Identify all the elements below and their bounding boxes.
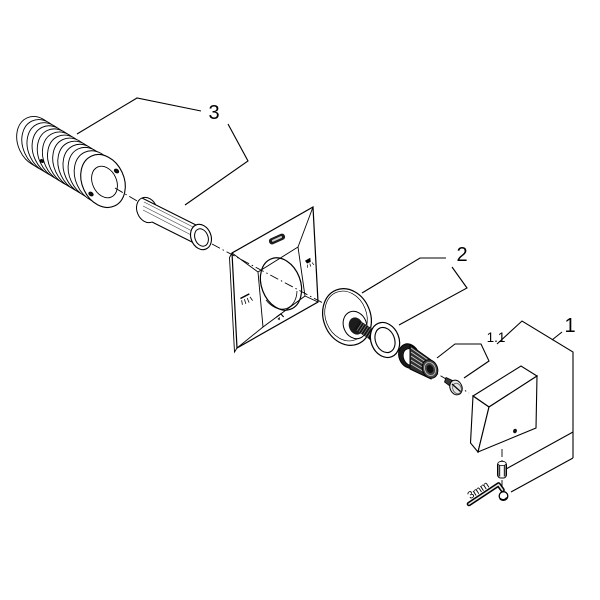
seal-gasket <box>369 321 401 359</box>
callout-1-label: 1 <box>564 315 575 337</box>
tub-spout-icon <box>275 313 285 321</box>
hand-shower-icon <box>304 257 315 268</box>
callout-2 <box>361 257 468 326</box>
sleeve-bore <box>194 228 209 247</box>
plate-hole <box>259 257 303 311</box>
callout-2-label: 2 <box>456 244 467 266</box>
callout-3 <box>76 97 249 206</box>
callout-1-1-label: 1.1 <box>487 330 506 345</box>
threaded-extension-tube <box>16 116 126 209</box>
allen-key <box>466 482 509 507</box>
plate-thickness-edge <box>229 252 238 354</box>
extension-sleeve <box>136 196 213 251</box>
cube-set-screw-hole <box>513 428 517 434</box>
set-screw <box>497 460 507 479</box>
overhead-shower-icon <box>240 293 253 305</box>
fixing-screw <box>444 376 463 396</box>
tube-side-hole <box>39 159 45 163</box>
plate-hole-inner-lip <box>265 290 298 310</box>
callout-1-1 <box>436 343 490 379</box>
cube-handle <box>469 365 539 454</box>
cube-front-face <box>477 374 538 453</box>
callout-1 <box>496 320 574 493</box>
escutcheon-plate <box>229 205 319 354</box>
wall-flange <box>322 288 377 346</box>
callout-3-label: 3 <box>208 102 219 124</box>
tube-rim-hole <box>88 191 94 197</box>
center-axis-segment <box>114 187 145 206</box>
splined-adapter <box>398 343 439 380</box>
logo-badge <box>268 233 286 245</box>
tube-bore <box>91 165 118 199</box>
center-axis-segment <box>211 243 339 312</box>
tube-rim-hole <box>113 168 120 174</box>
